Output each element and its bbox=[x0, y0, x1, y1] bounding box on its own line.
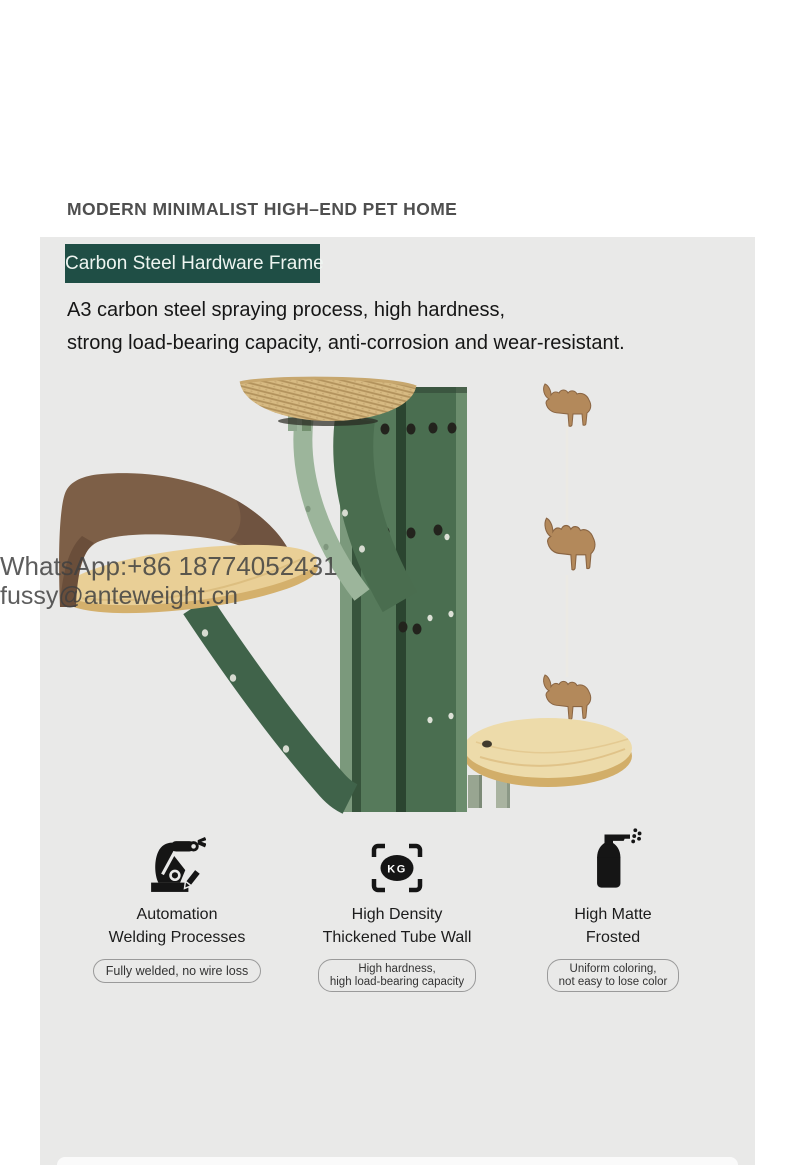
watermark: WhatsApp:+86 18774052431 fussy@anteweigh… bbox=[0, 551, 338, 611]
feature-tag-line2: high load-bearing capacity bbox=[329, 975, 465, 988]
feature-tag-line1: High hardness, bbox=[358, 963, 436, 975]
rivets bbox=[380, 422, 457, 635]
feature-tag: Uniform coloring, not easy to lose color bbox=[546, 959, 680, 992]
product-photo bbox=[59, 376, 632, 814]
feature-tag: Fully welded, no wire loss bbox=[92, 959, 262, 983]
next-section-divider bbox=[57, 1157, 738, 1165]
feature-matte-frosted: High Matte Frosted Uniform coloring, not… bbox=[503, 826, 723, 992]
diagonal-brace bbox=[183, 595, 358, 814]
frame-support-arms bbox=[293, 416, 418, 613]
feature-title: Automation Welding Processes bbox=[67, 903, 287, 949]
feature-welding: Automation Welding Processes Fully welde… bbox=[67, 826, 287, 983]
bolt-holes bbox=[427, 533, 454, 724]
description-line-1: A3 carbon steel spraying process, high h… bbox=[67, 299, 506, 321]
kg-load-icon: KG bbox=[371, 843, 423, 893]
camel-charms bbox=[543, 383, 596, 721]
camel-charm-bottom bbox=[543, 674, 592, 721]
camel-charm-top bbox=[543, 383, 592, 427]
felt-backrest bbox=[59, 473, 294, 607]
feature-tag-line2: not easy to lose color bbox=[558, 975, 668, 988]
feature-title-line1: High Matte bbox=[574, 906, 652, 923]
feature-title-line1: High Density bbox=[351, 906, 443, 923]
camel-charm-middle bbox=[544, 517, 596, 571]
feature-title-line1: Automation bbox=[136, 906, 218, 923]
spray-bottle-icon bbox=[597, 828, 642, 888]
felt-lounge-platform bbox=[59, 473, 318, 614]
platform-legs bbox=[468, 775, 510, 808]
feature-tag-line1: Fully welded, no wire loss bbox=[105, 964, 249, 978]
felt-front-edge bbox=[60, 536, 94, 607]
feature-tag-line1: Uniform coloring, bbox=[569, 963, 657, 975]
page-title: MODERN MINIMALIST HIGH–END PET HOME bbox=[67, 199, 458, 219]
kg-label: KG bbox=[387, 864, 407, 876]
welding-robot-icon bbox=[151, 837, 206, 892]
rope-basket bbox=[239, 376, 417, 431]
section-badge: Carbon Steel Hardware Frame bbox=[65, 244, 324, 283]
feature-title: High Density Thickened Tube Wall bbox=[287, 903, 507, 949]
section-description: A3 carbon steel spraying process, high h… bbox=[67, 294, 625, 360]
feature-tube-wall: KG High Density Thickened Tube Wall High… bbox=[287, 826, 507, 992]
feature-title: High Matte Frosted bbox=[503, 903, 723, 949]
feature-title-line2: Frosted bbox=[585, 929, 641, 946]
watermark-whatsapp: WhatsApp:+86 18774052431 bbox=[0, 551, 338, 581]
feature-title-line2: Thickened Tube Wall bbox=[322, 929, 472, 946]
watermark-email: fussy@anteweight.cn bbox=[0, 582, 239, 610]
round-wood-platform bbox=[464, 718, 632, 787]
description-line-2: strong load-bearing capacity, anti-corro… bbox=[67, 332, 625, 354]
feature-title-line2: Welding Processes bbox=[108, 929, 246, 946]
feature-tag: High hardness, high load-bearing capacit… bbox=[317, 959, 477, 992]
